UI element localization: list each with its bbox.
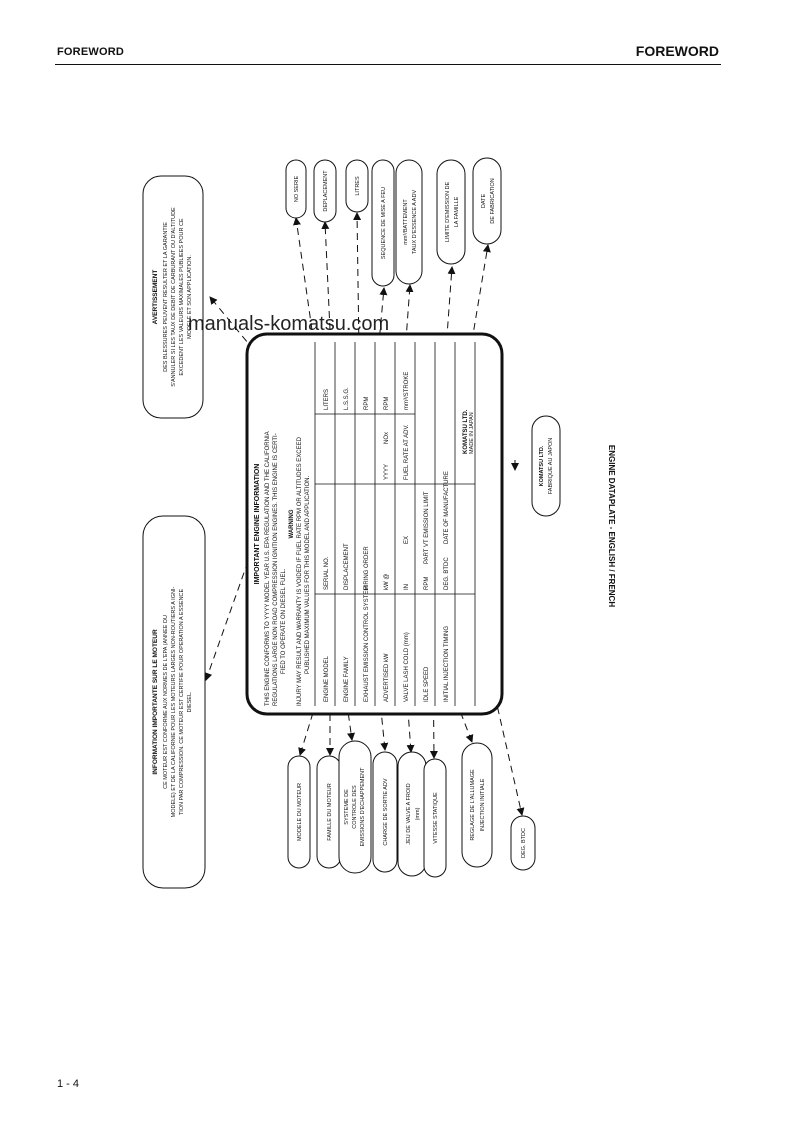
row-liters: LITERS <box>324 389 330 410</box>
figure-caption: ENGINE DATAPLATE - ENGLISH / FRENCH <box>607 445 616 607</box>
callout-taux-essence: mm³/BATTEMENT TAUX D'ESSENCE A ADV <box>395 159 423 285</box>
callout-date-fabrication: DATE DE FABRICATION <box>472 157 502 245</box>
callout-modele-moteur: MODELE DU MOTEUR <box>287 755 311 869</box>
row-kw-at: kW @ <box>384 574 390 590</box>
row-lssg: L.S.S.G. <box>344 387 350 410</box>
info-fr-line-2: MODELE) ET DE LA CALIFORNIE POUR LES MOT… <box>171 587 177 818</box>
callout-text: EMISSIONS D'ECHAPPEMENT <box>360 767 366 847</box>
callout-no-serie: NO SERIE <box>285 159 307 219</box>
callout-text: (mm) <box>415 807 421 820</box>
data-plate-content: IMPORTANT ENGINE INFORMATION THIS ENGINE… <box>254 342 476 706</box>
page-number: 1 - 4 <box>57 1078 80 1090</box>
info-fr-title: INFORMATION IMPORTANTE SUR LE MOTEUR <box>152 629 159 775</box>
row-initial-injection: INITIAL INJECTION TIMING <box>444 626 450 702</box>
warning-fr-line-3: EXCEDENT LES VALEURS MAXIMALES PUBLIEES … <box>179 218 185 376</box>
watermark-text: manuals-komatsu.com <box>188 313 390 335</box>
callout-text: NO SERIE <box>294 176 300 203</box>
callout-text: FAMILLE DU MOTEUR <box>327 783 333 840</box>
row-idle-speed: IDLE SPEED <box>424 666 430 702</box>
callout-text: CONTROLE DES <box>352 785 358 829</box>
info-fr-line-4: DIESEL. <box>187 691 193 713</box>
plate-statement-3: FIED TO OPERATE ON DIESEL FUEL. <box>281 568 287 674</box>
callout-jeu-valve: JEU DE VALVE A FROID (mm) <box>397 751 427 877</box>
callout-text: DEG. BTDC <box>521 828 527 858</box>
callout-text: INJECTION INITIALE <box>480 778 486 831</box>
callout-litres: LITRES <box>345 159 369 213</box>
callouts-top: NO SERIE DEPLACEMENT LITRES SEQUENCE DE … <box>285 157 502 287</box>
row-emission-limit: PART VT EMISSION LIMIT <box>424 491 430 564</box>
plate-warning-2: PUBLISHED MAXIMUM VALUES FOR THIS MODEL … <box>305 476 311 674</box>
row-displacement: DISPLACEMENT <box>344 543 350 590</box>
row-serial-no: SERIAL NO. <box>324 556 330 590</box>
row-nox: NOx <box>384 432 390 444</box>
row-in: IN <box>404 584 410 590</box>
info-box-fr: INFORMATION IMPORTANTE SUR LE MOTEUR CE … <box>142 515 206 889</box>
row-firing-order: FIRING ORDER <box>364 546 370 590</box>
callout-vitesse-statique: VITESSE STATIQUE <box>423 758 447 878</box>
warning-fr-line-2: S'ANNULER SI LES TAUX DE DEBIT DE CARBUR… <box>171 207 177 387</box>
warning-fr-title: AVERTISSEMENT <box>152 270 159 325</box>
plate-maker: KOMATSU LTD. <box>463 409 469 454</box>
header-left-title: FOREWORD <box>57 46 124 58</box>
callout-sequence-feu: SEQUENCE DE MISE A FEU <box>371 159 395 287</box>
row-valve-lash: VALVE LASH COLD (mm) <box>404 632 410 702</box>
row-deg-btdc: DEG. BTDC <box>444 557 450 590</box>
row-yy: YYYY <box>384 464 390 480</box>
callout-maker: KOMATSU LTD. FABRIQUE AU JAPON <box>531 415 561 517</box>
header-rule <box>55 64 721 65</box>
info-fr-line-3: TION PAR COMPRESSION. CE MOTEUR EST CERT… <box>179 588 185 815</box>
callout-reglage-allumage: REGLAGE DE L'ALLUMAGE INJECTION INITIALE <box>461 742 493 868</box>
plate-made-in: MADE IN JAPAN <box>469 412 475 454</box>
warning-box-fr: AVERTISSEMENT DES BLESSURES PEUVENT RESU… <box>142 175 204 419</box>
callout-text: LITRES <box>355 176 361 196</box>
plate-statement-1: THIS ENGINE CONFORMS TO YYYY MODEL YEAR … <box>265 431 271 706</box>
plate-warning-1: INJURY MAY RESULT AND WARRANTY IS VOIDED… <box>297 436 303 706</box>
callout-text: LA FAMILLE <box>454 196 460 227</box>
callout-text: DATE <box>481 194 487 209</box>
row-engine-model: ENGINE MODEL <box>324 655 330 702</box>
plate-grid <box>314 342 476 706</box>
callout-famille-moteur: FAMILLE DU MOTEUR <box>316 755 342 869</box>
row-exhaust-emission: EXHAUST EMISSION CONTROL SYSTEM <box>364 586 370 702</box>
callout-limite-emission: LIMITE D'EMISSION DE LA FAMILLE <box>436 159 466 265</box>
callout-text: KOMATSU LTD. <box>539 445 545 486</box>
row-date-manufacture: DATE OF MANUFACTURE <box>444 471 450 544</box>
info-fr-line-1: CE MOTEUR EST CONFORME AUX NORMES DE L'E… <box>163 615 169 789</box>
callout-text: MODELE DU MOTEUR <box>297 783 303 841</box>
callout-text: LIMITE D'EMISSION DE <box>445 182 451 243</box>
callout-text: REGLAGE DE L'ALLUMAGE <box>470 769 476 841</box>
row-ex: EX <box>404 536 410 544</box>
warning-fr-line-4: MODELE ET SON APPLICATION. <box>187 255 193 339</box>
callout-text: SYSTEME DE <box>344 789 350 825</box>
callout-text: mm³/BATTEMENT <box>403 199 409 245</box>
callout-text: JEU DE VALVE A FROID <box>406 783 412 844</box>
callout-deplacement: DEPLACEMENT <box>313 159 337 223</box>
row-rpm-2: RPM <box>384 397 390 410</box>
callout-text: DEPLACEMENT <box>323 170 329 212</box>
row-fuel-rate: FUEL RATE AT ADV. <box>404 424 410 480</box>
callout-text: DE FABRICATION <box>490 178 496 223</box>
callout-text: CHARGE DE SORTIE ADV <box>383 778 389 845</box>
callout-text: VITESSE STATIQUE <box>433 792 439 844</box>
header-right-title: FOREWORD <box>635 43 719 59</box>
row-engine-family: ENGINE FAMILY <box>344 656 350 702</box>
callout-systeme-controle: SYSTEME DE CONTROLE DES EMISSIONS D'ECHA… <box>338 740 372 874</box>
warning-fr-line-1: DES BLESSURES PEUVENT RESULTER ET LA GAR… <box>163 222 169 372</box>
data-plate: IMPORTANT ENGINE INFORMATION THIS ENGINE… <box>245 332 504 716</box>
plate-title: IMPORTANT ENGINE INFORMATION <box>254 464 261 585</box>
plate-statement-2: REGULATIONS LARGE NON ROAD COMPRESSION I… <box>273 433 279 706</box>
callout-charge-sortie: CHARGE DE SORTIE ADV <box>372 751 398 873</box>
plate-warning-title: WARNING <box>289 509 295 538</box>
row-mm3-stroke: mm³/STROKE <box>404 372 410 410</box>
row-rpm-1: RPM <box>364 397 370 410</box>
callouts-bottom: MODELE DU MOTEUR FAMILLE DU MOTEUR SYSTE… <box>287 740 536 878</box>
row-advertised-kw: ADVERTISED kW <box>384 653 390 702</box>
callout-deg-btdc: DEG. BTDC <box>510 815 536 871</box>
callout-text: SEQUENCE DE MISE A FEU <box>381 187 387 259</box>
row-idle-rpm: RPM <box>424 577 430 590</box>
callout-text: TAUX D'ESSENCE A ADV <box>412 190 418 255</box>
callout-text: FABRIQUE AU JAPON <box>548 438 554 495</box>
